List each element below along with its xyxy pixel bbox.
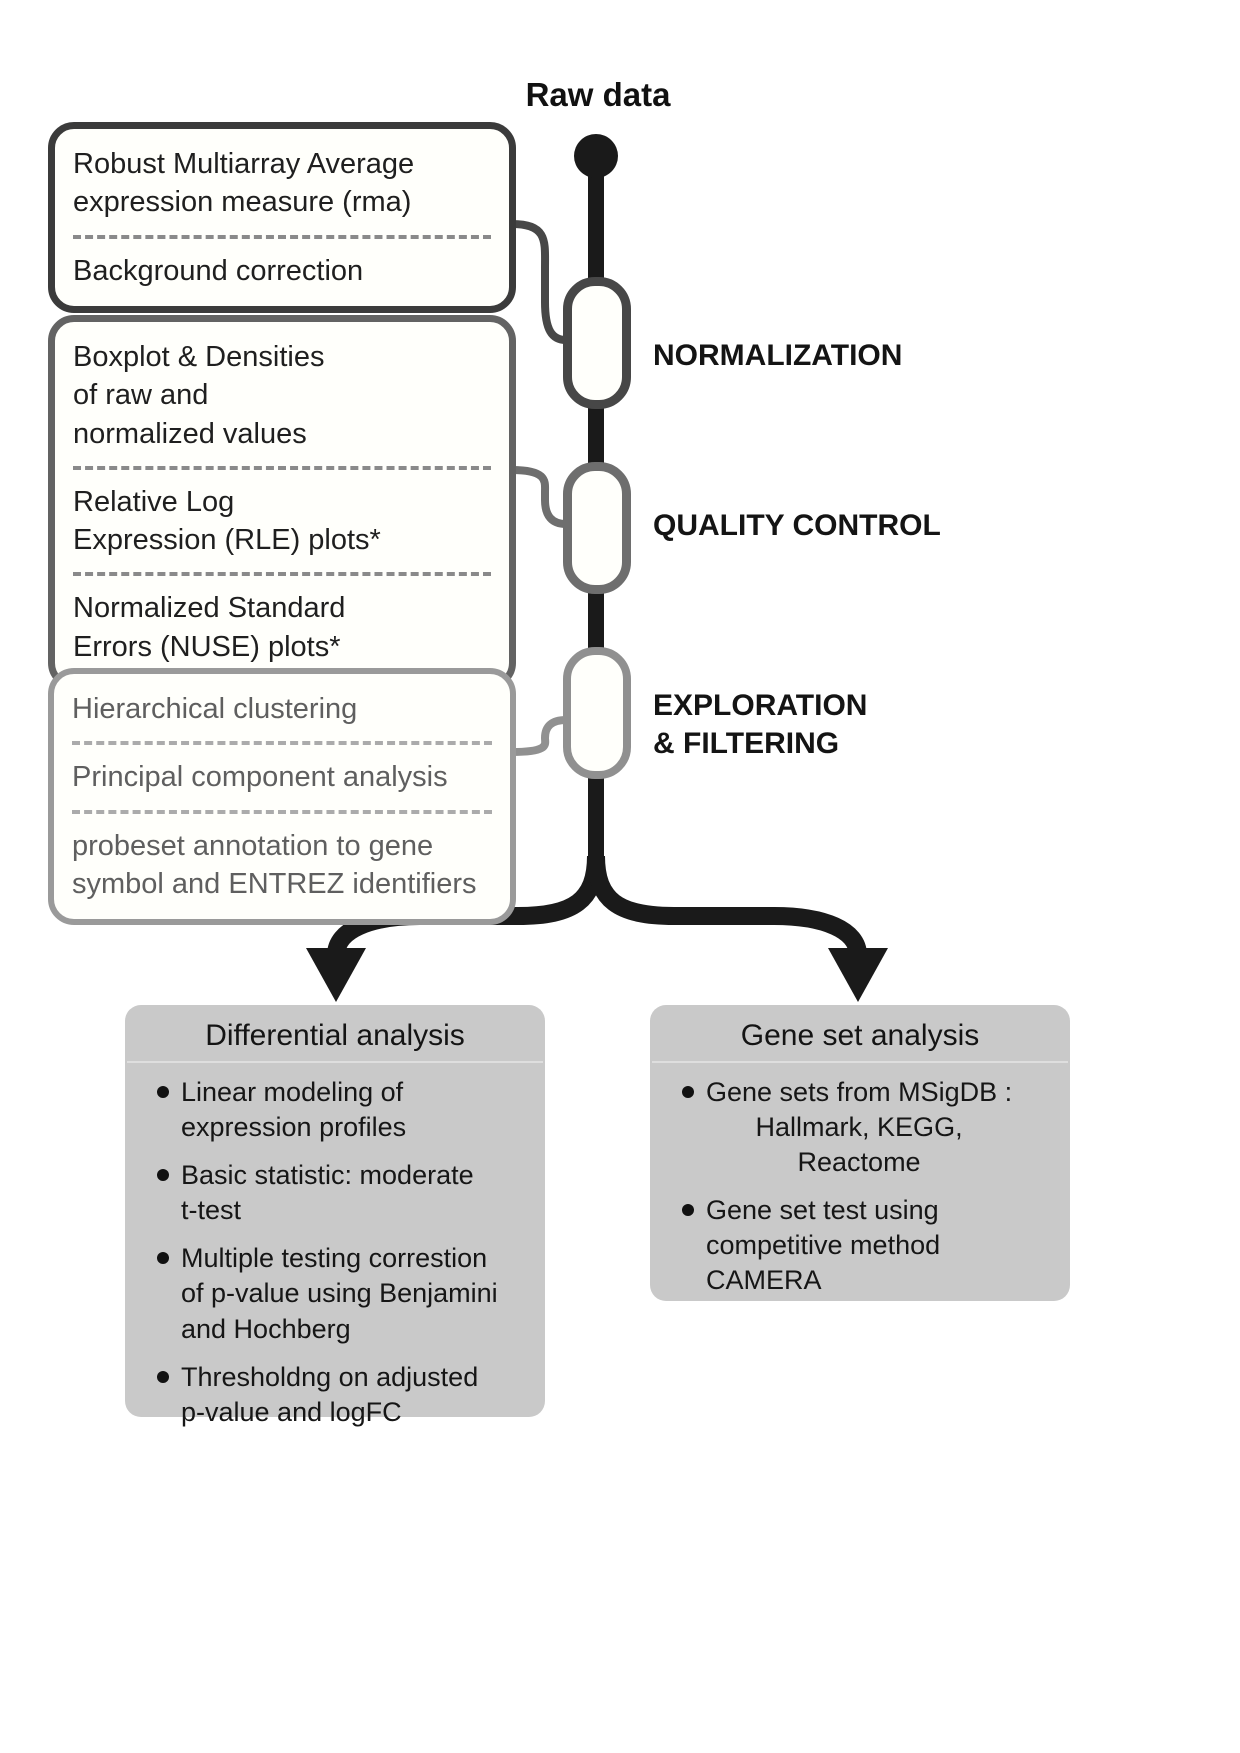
bullet-list: Linear modeling of expression profiles B… bbox=[125, 1075, 545, 1430]
dashed-divider bbox=[73, 234, 491, 239]
bullet-text: Linear modeling of expression profiles bbox=[181, 1077, 407, 1143]
result-box-geneset: Gene set analysis Gene sets from MSigDB … bbox=[650, 1005, 1070, 1301]
stage-pill-normalization bbox=[563, 277, 631, 409]
step-item: Relative Log Expression (RLE) plots* bbox=[73, 485, 381, 557]
step-item: probeset annotation to gene symbol and E… bbox=[72, 829, 477, 900]
bullet-dot bbox=[682, 1086, 694, 1098]
bullet-dot bbox=[157, 1086, 169, 1098]
arrowhead-left bbox=[306, 948, 366, 1002]
arrowhead-right bbox=[828, 948, 888, 1002]
bullet-text: Multiple testing correstion of p-value u… bbox=[181, 1243, 498, 1344]
bullet-text: Gene set test using competitive method C… bbox=[706, 1195, 941, 1296]
raw-data-label: Raw data bbox=[525, 76, 671, 113]
stage-pill-quality-control bbox=[563, 462, 631, 594]
stage-label-normalization: NORMALIZATION bbox=[653, 339, 903, 372]
stage-label-exploration: EXPLORATION & FILTERING bbox=[653, 689, 868, 761]
step-box-exploration: Hierarchical clustering Principal compon… bbox=[48, 668, 516, 926]
dashed-divider bbox=[73, 465, 491, 470]
bullet-item: Basic statistic: moderate t-test bbox=[157, 1158, 523, 1228]
stage-pill-exploration bbox=[563, 647, 631, 779]
bullet-dot bbox=[157, 1169, 169, 1182]
bullet-dot bbox=[157, 1370, 169, 1383]
bullet-text: Thresholdng on adjusted p-value and logF… bbox=[181, 1361, 479, 1427]
result-title: Gene set analysis bbox=[652, 1019, 1068, 1063]
step-item: Boxplot & Densities of raw and normalize… bbox=[73, 341, 325, 450]
bullet-list: Gene sets from MSigDB : Hallmark, KEGG, … bbox=[650, 1075, 1070, 1299]
bullet-item: Multiple testing correstion of p-value u… bbox=[157, 1241, 523, 1346]
bullet-text: Gene sets from MSigDB : Hallmark, KEGG, … bbox=[706, 1077, 1013, 1178]
root-node-dot bbox=[574, 134, 618, 178]
dashed-divider bbox=[73, 572, 491, 577]
bullet-item: Linear modeling of expression profiles bbox=[157, 1075, 523, 1145]
bullet-item: Thresholdng on adjusted p-value and logF… bbox=[157, 1360, 523, 1430]
bullet-dot bbox=[157, 1252, 169, 1265]
stage-label-quality-control: QUALITY CONTROL bbox=[653, 509, 941, 542]
bullet-dot bbox=[682, 1204, 694, 1217]
connector-normalization bbox=[508, 220, 570, 344]
step-item: Principal component analysis bbox=[72, 761, 448, 794]
connector-exploration bbox=[508, 716, 570, 756]
step-box-quality-control: Boxplot & Densities of raw and normalize… bbox=[48, 315, 516, 689]
branch-right bbox=[587, 855, 867, 964]
step-item: Robust Multiarray Average expression mea… bbox=[73, 148, 415, 219]
dashed-divider bbox=[72, 809, 492, 814]
bullet-text: Basic statistic: moderate t-test bbox=[181, 1160, 474, 1226]
step-box-normalization: Robust Multiarray Average expression mea… bbox=[48, 122, 516, 313]
connector-quality-control bbox=[508, 466, 570, 528]
step-item: Hierarchical clustering bbox=[72, 693, 358, 725]
result-box-differential: Differential analysis Linear modeling of… bbox=[125, 1005, 545, 1427]
step-item: Normalized Standard Errors (NUSE) plots* bbox=[73, 592, 346, 663]
step-item: Background correction bbox=[73, 254, 364, 287]
result-title: Differential analysis bbox=[127, 1019, 543, 1063]
bullet-item: Gene sets from MSigDB : Hallmark, KEGG, … bbox=[682, 1075, 1048, 1180]
bullet-item: Gene set test using competitive method C… bbox=[682, 1193, 1048, 1298]
dashed-divider bbox=[72, 741, 492, 746]
